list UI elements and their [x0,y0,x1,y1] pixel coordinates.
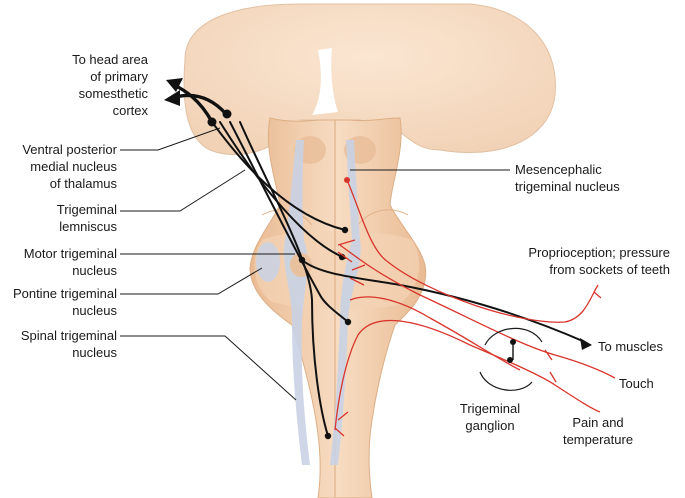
label-pain-line1: Pain and [572,415,623,430]
sensory-pathways [334,177,616,437]
label-head-area-line1: To head area [72,52,149,67]
lemniscus-tract-3 [229,121,349,323]
sensory-branch-1 [337,239,356,263]
label-to-muscles: To muscles [598,339,664,354]
label-proprioception-line2: from sockets of teeth [549,262,670,277]
to-muscles-arrowhead [580,338,592,350]
left-pontine-bulge [256,242,280,282]
label-touch: Touch [619,376,654,391]
label-lemniscus-line1: Trigeminal [57,202,117,217]
trigeminal-lemniscus-tracts [164,78,592,440]
cerebral-peduncle-right [357,209,409,226]
leader-lemniscus [120,169,246,212]
cerebral-hemispheres [183,3,556,156]
sensory-branch-2 [349,264,366,286]
motor-efferent-tract [301,259,586,343]
proprio-terminal-tick [593,291,602,299]
label-pontine-line1: Pontine trigeminal [13,286,117,301]
nucleus-neuron-3 [344,318,352,326]
leader-spinal [120,335,297,401]
nucleus-neuron-1 [341,226,349,234]
label-mesencephalic-line2: trigeminal nucleus [515,179,620,194]
label-mesencephalic-line1: Mesencephalic [515,162,602,177]
touch-fiber [339,244,616,379]
mesencephalic-neuron [344,177,350,183]
label-pontine-line2: nucleus [72,303,117,318]
label-head-area-line3: somesthetic [79,86,149,101]
right-trigeminal-nucleus-column [330,140,361,465]
label-vpm-line3: of thalamus [50,176,118,191]
thalamus-neuron-1 [207,117,217,127]
ganglion-fiber [349,296,521,371]
arrowhead-2 [164,90,180,106]
leader-vpm [120,127,221,151]
thalamus-neuron-2 [222,109,232,119]
pons-bulge [254,231,420,310]
label-ganglion-line1: Trigeminal [460,401,520,416]
left-trigeminal-nucleus-column [283,140,310,465]
ganglion-outline-top [484,327,543,346]
label-head-area-line4: cortex [113,103,149,118]
lemniscus-tract-4 [239,121,329,437]
lemniscus-tract-1 [211,121,346,231]
ganglion-outline-bottom [479,371,533,391]
label-lemniscus-line2: lemniscus [59,219,117,234]
touch-terminal-tick [544,349,553,361]
leader-pontine [120,267,263,295]
pain-fiber [334,319,601,431]
sensory-branch-3 [334,411,349,437]
label-motor-line2: nucleus [72,263,117,278]
ganglion-neuron-2 [507,357,513,363]
label-vpm-line2: medial nucleus [30,159,117,174]
proprioception-fiber [346,179,599,323]
arrowhead-1 [166,78,183,92]
label-head-area-line2: of primary [90,69,148,84]
label-spinal-line2: nucleus [72,345,117,360]
label-spinal-line1: Spinal trigeminal [21,328,117,343]
nucleus-neuron-4 [324,432,332,440]
label-vpm-line1: Ventral posterior [22,142,117,157]
label-motor-line1: Motor trigeminal [24,246,117,261]
cerebral-fissure [312,48,338,115]
labels: To head area of primary somesthetic cort… [13,52,670,447]
leader-lines [120,127,510,401]
label-pain-line2: temperature [563,432,633,447]
pain-terminal-tick [549,371,557,383]
label-ganglion-line2: ganglion [465,418,514,433]
label-proprioception-line1: Proprioception; pressure [528,245,670,260]
